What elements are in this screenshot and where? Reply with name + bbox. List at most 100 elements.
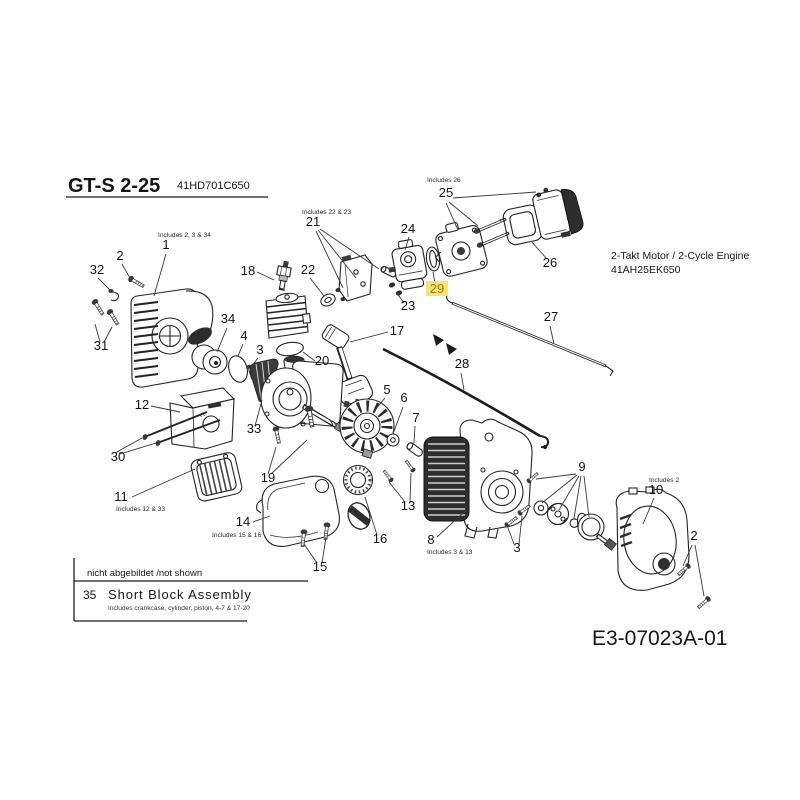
callout-19[interactable]: 19 bbox=[261, 470, 275, 485]
leader-line-9 bbox=[583, 475, 590, 518]
callout-16[interactable]: 16 bbox=[373, 531, 387, 546]
leader-line-9 bbox=[558, 475, 580, 511]
leader-line-8 bbox=[436, 512, 464, 538]
callout-30[interactable]: 30 bbox=[111, 449, 125, 464]
leader-line-4 bbox=[237, 343, 244, 357]
not-shown-header: nicht abgebildet /not shown bbox=[87, 568, 202, 579]
callout-note-25: Includes 26 bbox=[427, 177, 461, 184]
leader-line-13 bbox=[409, 472, 412, 503]
page-title: GT-S 2-25 bbox=[68, 175, 160, 197]
part-clip-32 bbox=[108, 289, 119, 302]
callout-22[interactable]: 22 bbox=[301, 262, 315, 277]
leader-line-27 bbox=[549, 325, 555, 345]
callout-9[interactable]: 9 bbox=[578, 459, 585, 474]
part-muffler bbox=[532, 187, 584, 240]
leader-line-12 bbox=[150, 405, 181, 413]
callout-18[interactable]: 18 bbox=[241, 263, 255, 278]
leader-line-21 bbox=[319, 228, 380, 270]
part-throttle-cable-28 bbox=[382, 334, 550, 449]
callout-12[interactable]: 12 bbox=[135, 397, 149, 412]
leader-line-25 bbox=[445, 202, 459, 231]
callout-20[interactable]: 20 bbox=[315, 353, 329, 368]
leader-line-18 bbox=[256, 271, 275, 281]
leader-line-19 bbox=[267, 446, 277, 475]
cable-clip bbox=[446, 343, 457, 355]
part-crankcase bbox=[260, 360, 346, 433]
part-starter-pulley bbox=[191, 344, 228, 375]
callout-11[interactable]: 11 bbox=[114, 489, 128, 504]
callout-1[interactable]: 1 bbox=[162, 237, 169, 252]
leader-line-13 bbox=[388, 481, 406, 503]
leader-line-26 bbox=[530, 240, 548, 260]
callout-17[interactable]: 17 bbox=[390, 323, 404, 338]
callout-32[interactable]: 32 bbox=[90, 262, 104, 277]
callout-25[interactable]: 25 bbox=[439, 185, 453, 200]
short-block-name[interactable]: Short Block Assembly bbox=[108, 587, 252, 602]
callout-8[interactable]: 8 bbox=[427, 532, 434, 547]
short-block-ref[interactable]: 35 bbox=[83, 588, 97, 602]
callout-29[interactable]: 29 bbox=[430, 281, 444, 296]
leader-line-24 bbox=[404, 236, 410, 251]
callout-2[interactable]: 2 bbox=[690, 528, 697, 543]
leader-line-3 bbox=[250, 357, 259, 368]
leader-line-7 bbox=[413, 425, 416, 444]
part-screw-13b bbox=[403, 458, 417, 474]
callout-3[interactable]: 3 bbox=[256, 342, 263, 357]
callout-21[interactable]: 21 bbox=[306, 214, 320, 229]
leader-line-9 bbox=[535, 473, 577, 480]
leader-line-3 bbox=[518, 515, 523, 545]
short-block-includes: Includes crankcase, cylinder, piston, 4-… bbox=[108, 605, 250, 612]
part-washer-6 bbox=[386, 433, 400, 447]
highlighted-callout-box bbox=[426, 281, 448, 296]
callout-33[interactable]: 33 bbox=[247, 421, 261, 436]
callout-2[interactable]: 2 bbox=[116, 248, 123, 263]
leader-line-15 bbox=[321, 536, 327, 564]
callout-14[interactable]: 14 bbox=[236, 514, 250, 529]
callout-31[interactable]: 31 bbox=[94, 338, 108, 353]
callout-note-8: Includes 3 & 13 bbox=[427, 549, 473, 556]
callout-10[interactable]: 10 bbox=[649, 482, 663, 497]
part-clutch-drum-9 bbox=[576, 512, 617, 551]
exploded-view bbox=[90, 187, 713, 611]
callout-4[interactable]: 4 bbox=[240, 328, 247, 343]
callout-15[interactable]: 15 bbox=[313, 559, 327, 574]
leader-line-30 bbox=[114, 437, 143, 454]
leader-line-9 bbox=[573, 475, 582, 519]
leader-line-34 bbox=[216, 327, 228, 353]
leader-line-31 bbox=[94, 323, 101, 343]
leader-line-21 bbox=[317, 229, 357, 279]
callout-24[interactable]: 24 bbox=[401, 221, 415, 236]
callout-28[interactable]: 28 bbox=[455, 356, 469, 371]
part-fasteners-23 bbox=[388, 282, 403, 296]
callout-note-10: Includes 2 bbox=[649, 477, 679, 484]
part-screws-30 bbox=[142, 411, 221, 446]
part-pin-7 bbox=[406, 442, 423, 457]
callout-34[interactable]: 34 bbox=[221, 311, 235, 326]
callout-7[interactable]: 7 bbox=[412, 410, 419, 425]
callout-5[interactable]: 5 bbox=[383, 382, 390, 397]
callout-26[interactable]: 26 bbox=[543, 255, 557, 270]
callout-6[interactable]: 6 bbox=[400, 390, 407, 405]
callout-13[interactable]: 13 bbox=[401, 498, 415, 513]
drawing-number: E3-07023A-01 bbox=[592, 627, 727, 650]
leader-line-5 bbox=[374, 397, 386, 411]
leader-line-33 bbox=[254, 399, 263, 427]
not-shown-table: nicht abgebildet /not shown 35 Short Blo… bbox=[73, 558, 308, 622]
part-screw-13a bbox=[381, 468, 395, 484]
part-engine-shroud-12 bbox=[169, 387, 236, 450]
part-spark-plug bbox=[276, 260, 292, 291]
part-cylinder bbox=[265, 292, 312, 339]
leader-line-25 bbox=[452, 191, 537, 199]
part-fuel-tank-14 bbox=[256, 475, 340, 547]
callout-23[interactable]: 23 bbox=[401, 298, 415, 313]
leader-line-10 bbox=[642, 497, 655, 525]
part-o-ring-4 bbox=[228, 355, 248, 383]
callout-3[interactable]: 3 bbox=[513, 540, 520, 555]
callout-27[interactable]: 27 bbox=[544, 309, 558, 324]
leader-line-11 bbox=[131, 468, 196, 498]
part-circlip-9 bbox=[569, 518, 579, 528]
leader-line-9 bbox=[541, 474, 578, 504]
part-grommet-22 bbox=[320, 287, 346, 307]
